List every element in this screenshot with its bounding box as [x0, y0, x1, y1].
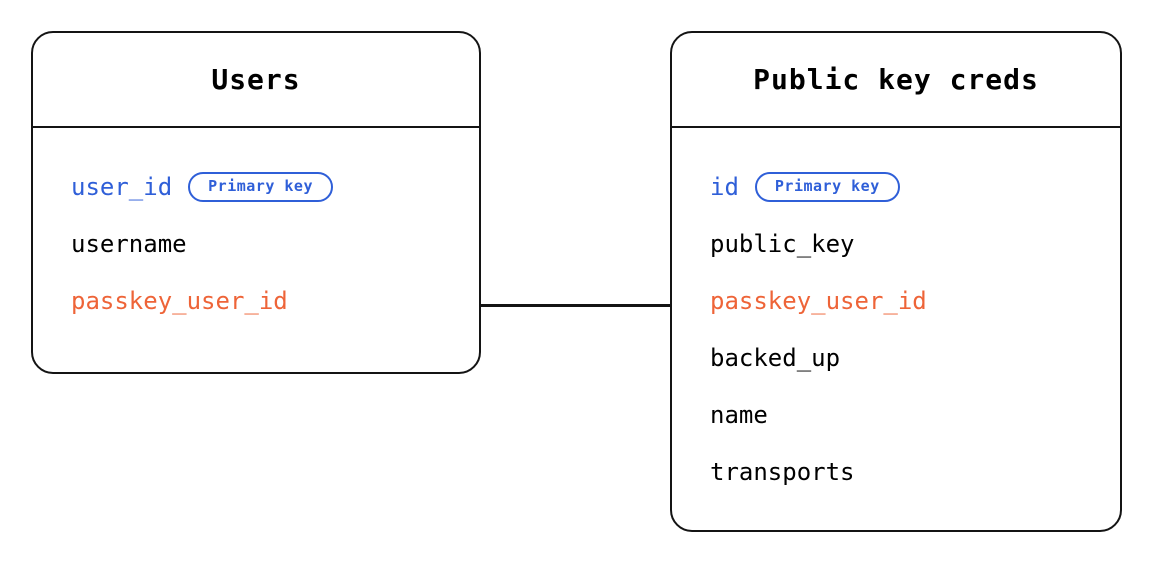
- entity-title-public-key-creds: Public key creds: [753, 63, 1039, 96]
- field-label-user-id: user_id: [71, 172, 173, 201]
- entity-box-public-key-creds[interactable]: Public key creds id Primary key public_k…: [670, 31, 1122, 532]
- entity-fields-users: user_id Primary key username passkey_use…: [33, 128, 479, 329]
- field-label-public-key: public_key: [710, 229, 855, 258]
- field-label-id: id: [710, 172, 739, 201]
- field-row-username[interactable]: username: [33, 215, 479, 272]
- field-label-username: username: [71, 229, 187, 258]
- field-row-passkey-user-id[interactable]: passkey_user_id: [672, 272, 1120, 329]
- entity-header-public-key-creds: Public key creds: [672, 33, 1120, 128]
- field-row-id[interactable]: id Primary key: [672, 158, 1120, 215]
- field-row-backed-up[interactable]: backed_up: [672, 329, 1120, 386]
- relationship-connector-line: [479, 304, 672, 307]
- field-label-passkey-user-id: passkey_user_id: [71, 286, 288, 315]
- field-row-public-key[interactable]: public_key: [672, 215, 1120, 272]
- field-label-transports: transports: [710, 457, 855, 486]
- field-row-user-id[interactable]: user_id Primary key: [33, 158, 479, 215]
- field-label-passkey-user-id: passkey_user_id: [710, 286, 927, 315]
- field-row-transports[interactable]: transports: [672, 443, 1120, 500]
- field-row-passkey-user-id[interactable]: passkey_user_id: [33, 272, 479, 329]
- field-row-name[interactable]: name: [672, 386, 1120, 443]
- entity-title-users: Users: [211, 63, 301, 96]
- field-label-backed-up: backed_up: [710, 343, 841, 372]
- entity-fields-public-key-creds: id Primary key public_key passkey_user_i…: [672, 128, 1120, 500]
- entity-box-users[interactable]: Users user_id Primary key username passk…: [31, 31, 481, 374]
- primary-key-badge: Primary key: [188, 171, 333, 202]
- entity-header-users: Users: [33, 33, 479, 128]
- primary-key-badge: Primary key: [754, 171, 900, 202]
- field-label-name: name: [710, 400, 768, 429]
